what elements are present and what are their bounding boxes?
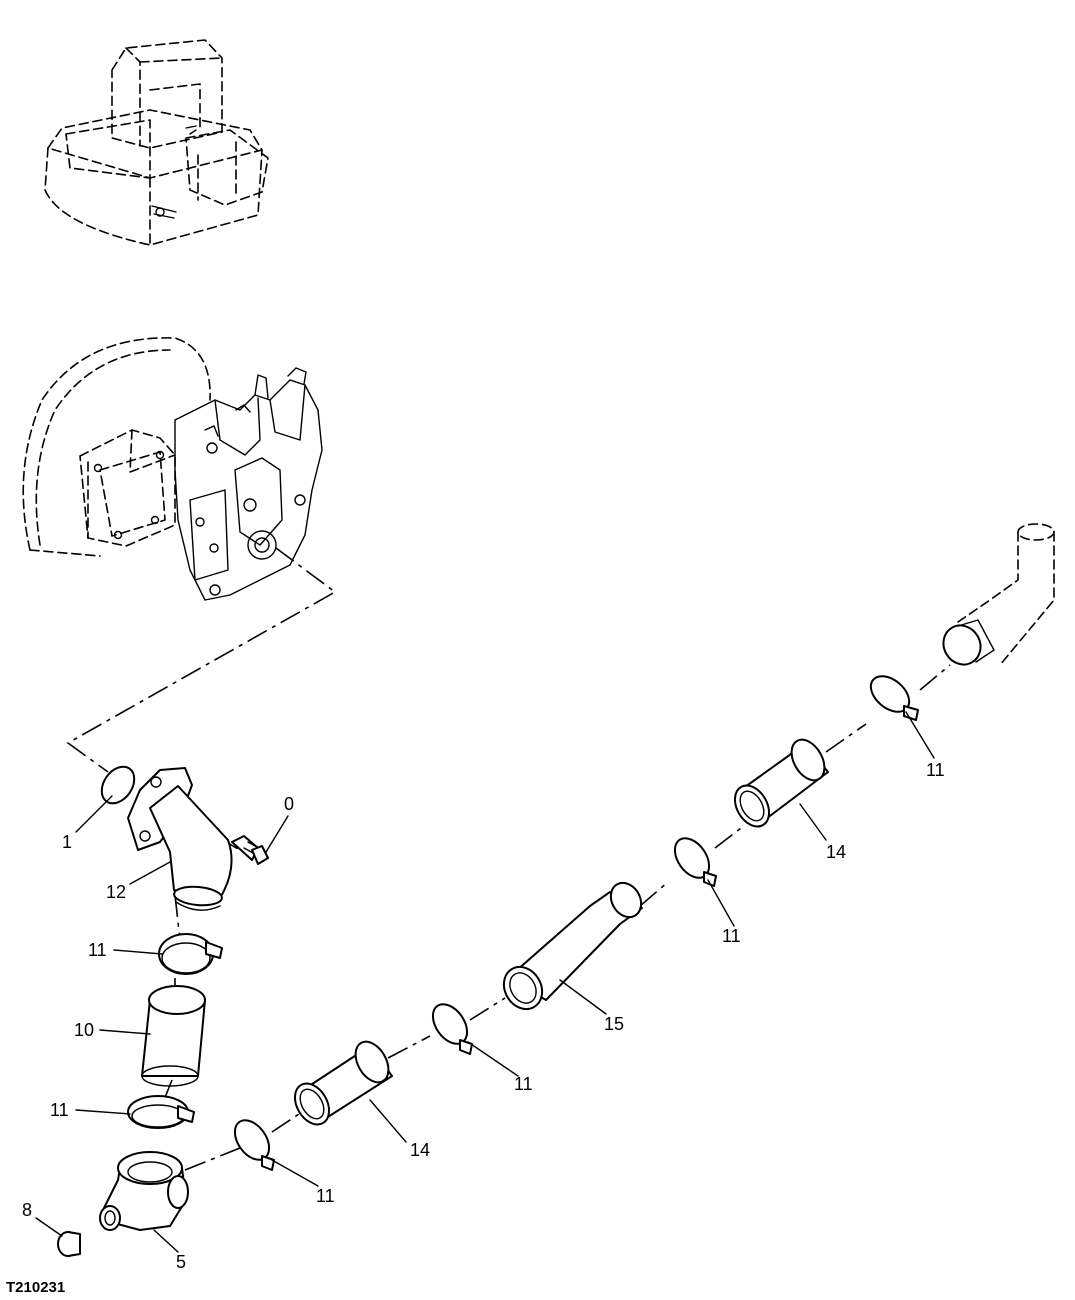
hose-lower [293,1040,393,1126]
excavator-locator-illustration [44,39,269,246]
hydraulic-pump-illustration [22,337,323,601]
hose-clamp-upper-right [869,675,919,721]
callout-11-b: 11 [50,1100,69,1120]
callout-11-a: 11 [88,940,107,960]
callout-11-c: 11 [316,1186,335,1206]
callout-10: 10 [74,1020,94,1040]
hose-clamp-upper-left [158,933,223,975]
callout-14-a: 14 [410,1140,430,1160]
callout-11-d: 11 [514,1074,533,1094]
callout-11-f: 11 [926,760,945,780]
hose-clamp-lower-center [233,1119,275,1171]
callout-12: 12 [106,882,126,902]
callout-1: 1 [62,832,72,852]
suction-pipe-illustration [942,523,1055,666]
plug [57,1231,81,1257]
bent-tube [502,881,643,1011]
hose-clamp-center-right [673,837,717,887]
callout-labels: 0 1 12 11 10 11 8 5 11 14 11 15 11 14 11 [22,760,945,1272]
hose-clamp-lower-left [127,1095,195,1129]
callout-leaders [35,711,935,1253]
callout-0: 0 [284,794,294,814]
callout-15: 15 [604,1014,624,1034]
callout-8: 8 [22,1200,32,1220]
hose [141,985,206,1087]
figure-id: T210231 [6,1279,65,1296]
callout-11-e: 11 [722,926,741,946]
hose-upper [733,738,829,828]
callout-5: 5 [176,1252,186,1272]
hose-clamp-center [431,1003,473,1055]
cap-screw [231,835,269,865]
callout-14-b: 14 [826,842,846,862]
flange-elbow [127,767,233,911]
tee-fitting [99,1151,189,1231]
